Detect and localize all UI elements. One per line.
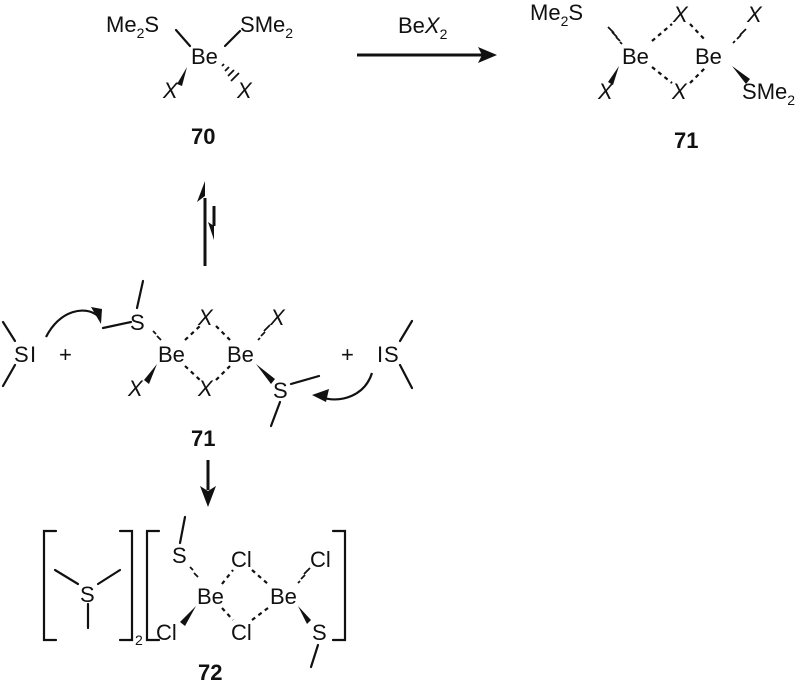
- be-label: Be: [197, 584, 224, 609]
- reagent-label: BeX2: [398, 13, 448, 42]
- hashed-bond: [189, 566, 199, 578]
- plus-label: +: [341, 342, 354, 367]
- s-label: S: [14, 342, 29, 367]
- cl-label: Cl: [310, 547, 331, 572]
- compound-number-72: 72: [198, 660, 222, 685]
- equilibrium-arrow: [197, 181, 216, 266]
- compound-number-71: 71: [674, 128, 698, 153]
- hashed-bond: [297, 567, 311, 584]
- bracket-cation: [42, 529, 134, 642]
- be-label: Be: [695, 44, 722, 69]
- s-label: S: [80, 582, 95, 607]
- x-label: X: [672, 2, 689, 27]
- s-label: S: [312, 620, 327, 645]
- me2s-label: Me2S: [530, 0, 583, 29]
- bracket-subscript: 2: [135, 632, 143, 648]
- hashed-bond: [257, 324, 271, 341]
- s-label: S: [273, 378, 288, 403]
- reaction-arrow: BeX2: [357, 13, 497, 63]
- hashed-bond: [732, 28, 747, 44]
- cl-label: Cl: [231, 620, 252, 645]
- x-label: X: [671, 79, 688, 104]
- be-label: Be: [158, 342, 185, 367]
- x-label: X: [197, 305, 214, 330]
- compound-71-top: Me2S X X Be Be X X SMe2 71: [530, 0, 795, 153]
- plus-label: +: [59, 342, 72, 367]
- s-label: S: [130, 310, 145, 335]
- x-label: X: [236, 78, 253, 103]
- x-label: X: [162, 78, 179, 103]
- be-label: Be: [270, 584, 297, 609]
- i-label: I: [377, 342, 383, 367]
- cl-label: Cl: [231, 547, 252, 572]
- hashed-bond: [221, 63, 240, 82]
- compound-number-71: 71: [191, 426, 215, 451]
- sme2-label: SMe2: [742, 79, 795, 108]
- x-label: X: [597, 79, 614, 104]
- x-label: X: [127, 376, 144, 401]
- me2s-left-label: Me2S: [106, 12, 159, 41]
- sulfur-iodide-right: + I S: [312, 319, 414, 402]
- compound-70: Me2S SMe2 Be X X 70: [106, 12, 293, 149]
- i-label: I: [30, 342, 36, 367]
- hashed-bond: [152, 330, 162, 341]
- s-label: S: [384, 342, 399, 367]
- be-label: Be: [227, 342, 254, 367]
- compound-71-middle: S Be Be X X X X S 71: [101, 279, 321, 451]
- sulfur-iodide-left: S I +: [1, 307, 102, 388]
- x-label: X: [269, 305, 286, 330]
- x-label: X: [746, 2, 763, 27]
- be-label: Be: [622, 44, 649, 69]
- s-label: S: [172, 543, 187, 568]
- cl-label: Cl: [156, 620, 177, 645]
- hashed-bond: [607, 26, 623, 45]
- be-label: Be: [191, 44, 218, 69]
- x-label: X: [197, 376, 214, 401]
- reaction-arrow-down: [200, 460, 216, 507]
- bracket-anion: [145, 529, 347, 642]
- compound-number-70: 70: [191, 124, 215, 149]
- sme2-right-label: SMe2: [240, 12, 293, 41]
- compound-72: S 2 S Be Be Cl Cl Cl Cl: [42, 515, 347, 685]
